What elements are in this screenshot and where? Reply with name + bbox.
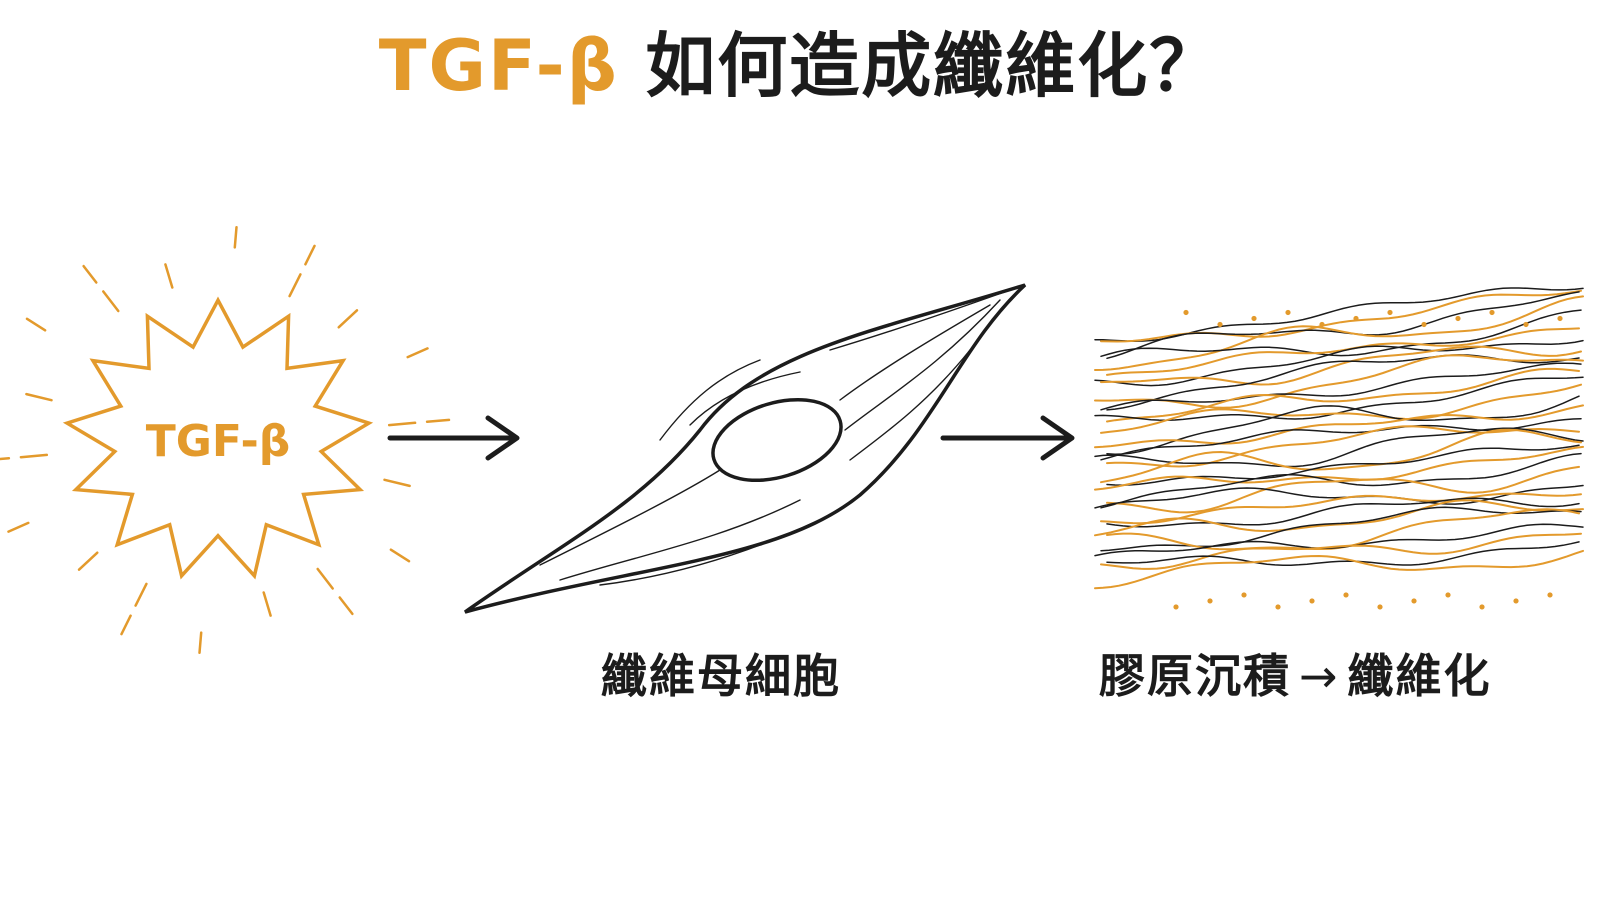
fibroblast-label: 纖維母細胞 (601, 649, 841, 703)
collagen-dot (1183, 309, 1189, 316)
collagen-dot (1309, 598, 1315, 604)
collagen-dot (1275, 604, 1281, 610)
collagen-fiber (1106, 367, 1580, 423)
collagen-fiber (1094, 404, 1584, 449)
collagen-fiber (1100, 383, 1582, 434)
tissue-fiber (1106, 541, 1580, 567)
collagen-dot (1523, 321, 1529, 328)
collagen-dot (1251, 315, 1257, 322)
collagen-dot (1489, 309, 1495, 316)
tissue-fiber (1100, 362, 1582, 411)
starburst-label: TGF-β (146, 416, 291, 467)
starburst-ray (338, 596, 354, 616)
starburst-ray (337, 309, 359, 329)
tissue-fiber (1094, 427, 1584, 468)
starburst-ray (7, 521, 30, 533)
collagen-dot (1207, 598, 1213, 604)
collagen-dot (1421, 321, 1427, 328)
starburst-ray (77, 551, 99, 571)
tissue-fiber (1094, 523, 1584, 557)
collagen-fiber (1100, 532, 1582, 570)
starburst-ray (25, 317, 47, 332)
starburst-ray (198, 631, 203, 655)
starburst-ray (82, 264, 98, 284)
title-rest: 如何造成纖維化？ (618, 25, 1222, 107)
tissue-fiber (1100, 506, 1582, 552)
starburst-ray (304, 244, 316, 266)
fibroblast-icon (463, 283, 1027, 614)
fibrosis-label: 膠原沉積→纖維化 (1099, 640, 1492, 706)
collagen-fibers-icon (1094, 287, 1584, 590)
tissue-fiber (1094, 339, 1584, 387)
starburst-ray (120, 614, 132, 636)
arrow-glyph: → (1299, 649, 1340, 703)
tissue-fiber (1106, 291, 1580, 360)
collagen-dot (1173, 604, 1179, 610)
tissue-fiber (1100, 309, 1582, 358)
collagen-dot (1343, 592, 1349, 598)
tissue-fiber (1106, 395, 1580, 455)
collagen-dot (1455, 315, 1461, 322)
collagen-fiber (1100, 345, 1582, 386)
starburst-ray (233, 225, 238, 249)
collagen-dot (1445, 592, 1451, 598)
starburst-ray (134, 582, 148, 607)
collagen-fiber (1100, 428, 1582, 484)
tissue-fiber (1094, 287, 1584, 342)
collagen-fiber (1094, 445, 1584, 491)
collagen-dot (1479, 604, 1485, 610)
title-accent: TGF-β (378, 25, 619, 107)
starburst-ray (19, 453, 49, 459)
fibrosis-text: 纖維化 (1347, 649, 1492, 703)
collagen-dot (1411, 598, 1417, 604)
collagen-dot (1353, 315, 1359, 322)
tissue-fiber (1100, 452, 1582, 509)
starburst-ray (262, 591, 272, 617)
starburst-ray (288, 273, 302, 298)
starburst-rays (0, 225, 451, 655)
starburst-ray (383, 478, 411, 488)
page-title: TGF-β 如何造成纖維化？ (0, 24, 1600, 108)
starburst-ray (316, 567, 334, 590)
starburst-icon: TGF-β (0, 225, 451, 655)
collagen-fiber (1106, 465, 1580, 514)
starburst-ray (0, 456, 11, 461)
collagen-fiber (1094, 499, 1584, 537)
collagen-dots (1173, 309, 1563, 610)
starburst-ray (425, 418, 451, 424)
tissue-fiber (1094, 484, 1584, 509)
collagen-fiber (1094, 549, 1584, 590)
collagen-dot (1557, 315, 1563, 322)
collagen-fiber (1106, 425, 1580, 468)
collagen-dot (1285, 309, 1291, 316)
collagen-dot (1319, 321, 1325, 328)
collagen-dot (1547, 592, 1553, 598)
starburst-ray (25, 392, 53, 402)
starburst-ray (389, 548, 411, 563)
collagen-dot (1241, 592, 1247, 598)
arrow-icon-2 (940, 415, 1075, 461)
starburst-ray (102, 290, 120, 313)
starburst-ray (406, 347, 429, 359)
collagen-dot (1387, 309, 1393, 316)
collagen-fiber (1094, 295, 1584, 371)
collagen-deposition-text: 膠原沉積 (1099, 649, 1291, 703)
starburst-ray (164, 263, 174, 289)
starburst-shape (62, 296, 374, 580)
arrow-icon-1 (387, 415, 520, 461)
collagen-dot (1217, 321, 1223, 328)
starburst-ray (387, 421, 417, 427)
tissue-fiber (1106, 497, 1580, 528)
collagen-fiber (1100, 289, 1582, 343)
collagen-dot (1377, 604, 1383, 610)
collagen-fiber (1094, 354, 1584, 409)
collagen-dot (1513, 598, 1519, 604)
